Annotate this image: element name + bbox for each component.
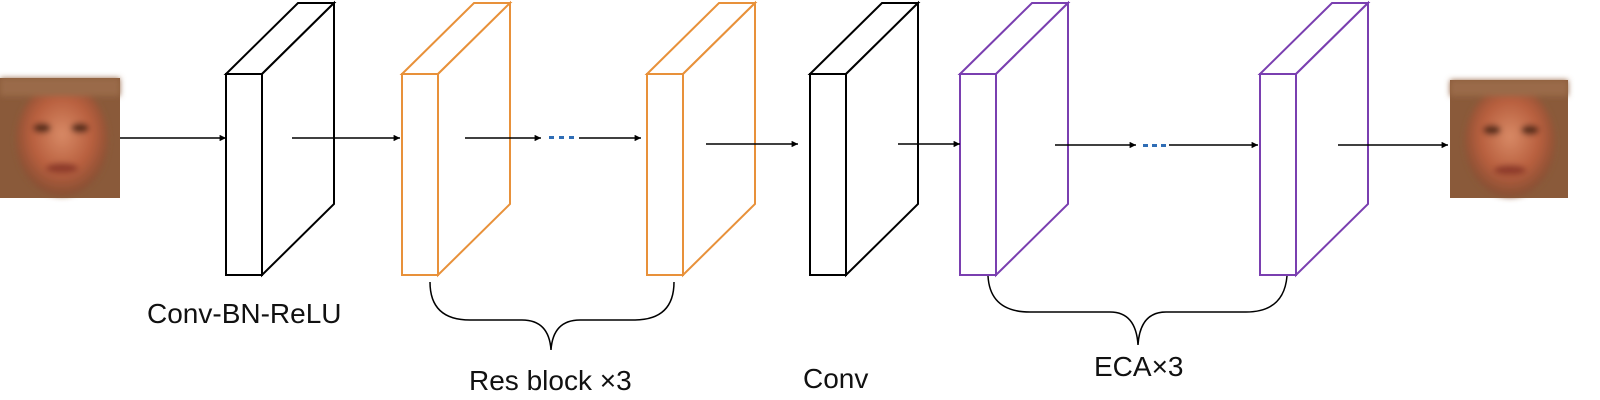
output-face-image bbox=[1450, 80, 1568, 198]
conv-block bbox=[807, 0, 921, 278]
res-block-1 bbox=[399, 0, 513, 278]
eca-block-1 bbox=[957, 0, 1071, 278]
eca-brace bbox=[987, 275, 1288, 346]
input-face-image bbox=[0, 78, 120, 198]
res-block-3 bbox=[644, 0, 758, 278]
ellipsis-res-block bbox=[549, 136, 574, 139]
conv-label: Conv bbox=[803, 363, 869, 394]
conv-bn-relu-block bbox=[223, 0, 337, 278]
eca-label: ECA×3 bbox=[1094, 351, 1184, 382]
eca-block-3 bbox=[1257, 0, 1371, 278]
ellipsis-eca bbox=[1143, 144, 1166, 147]
conv-bn-relu-label: Conv-BN-ReLU bbox=[147, 298, 342, 329]
res-block-label: Res block ×3 bbox=[469, 365, 632, 396]
res-block-brace bbox=[429, 281, 675, 351]
